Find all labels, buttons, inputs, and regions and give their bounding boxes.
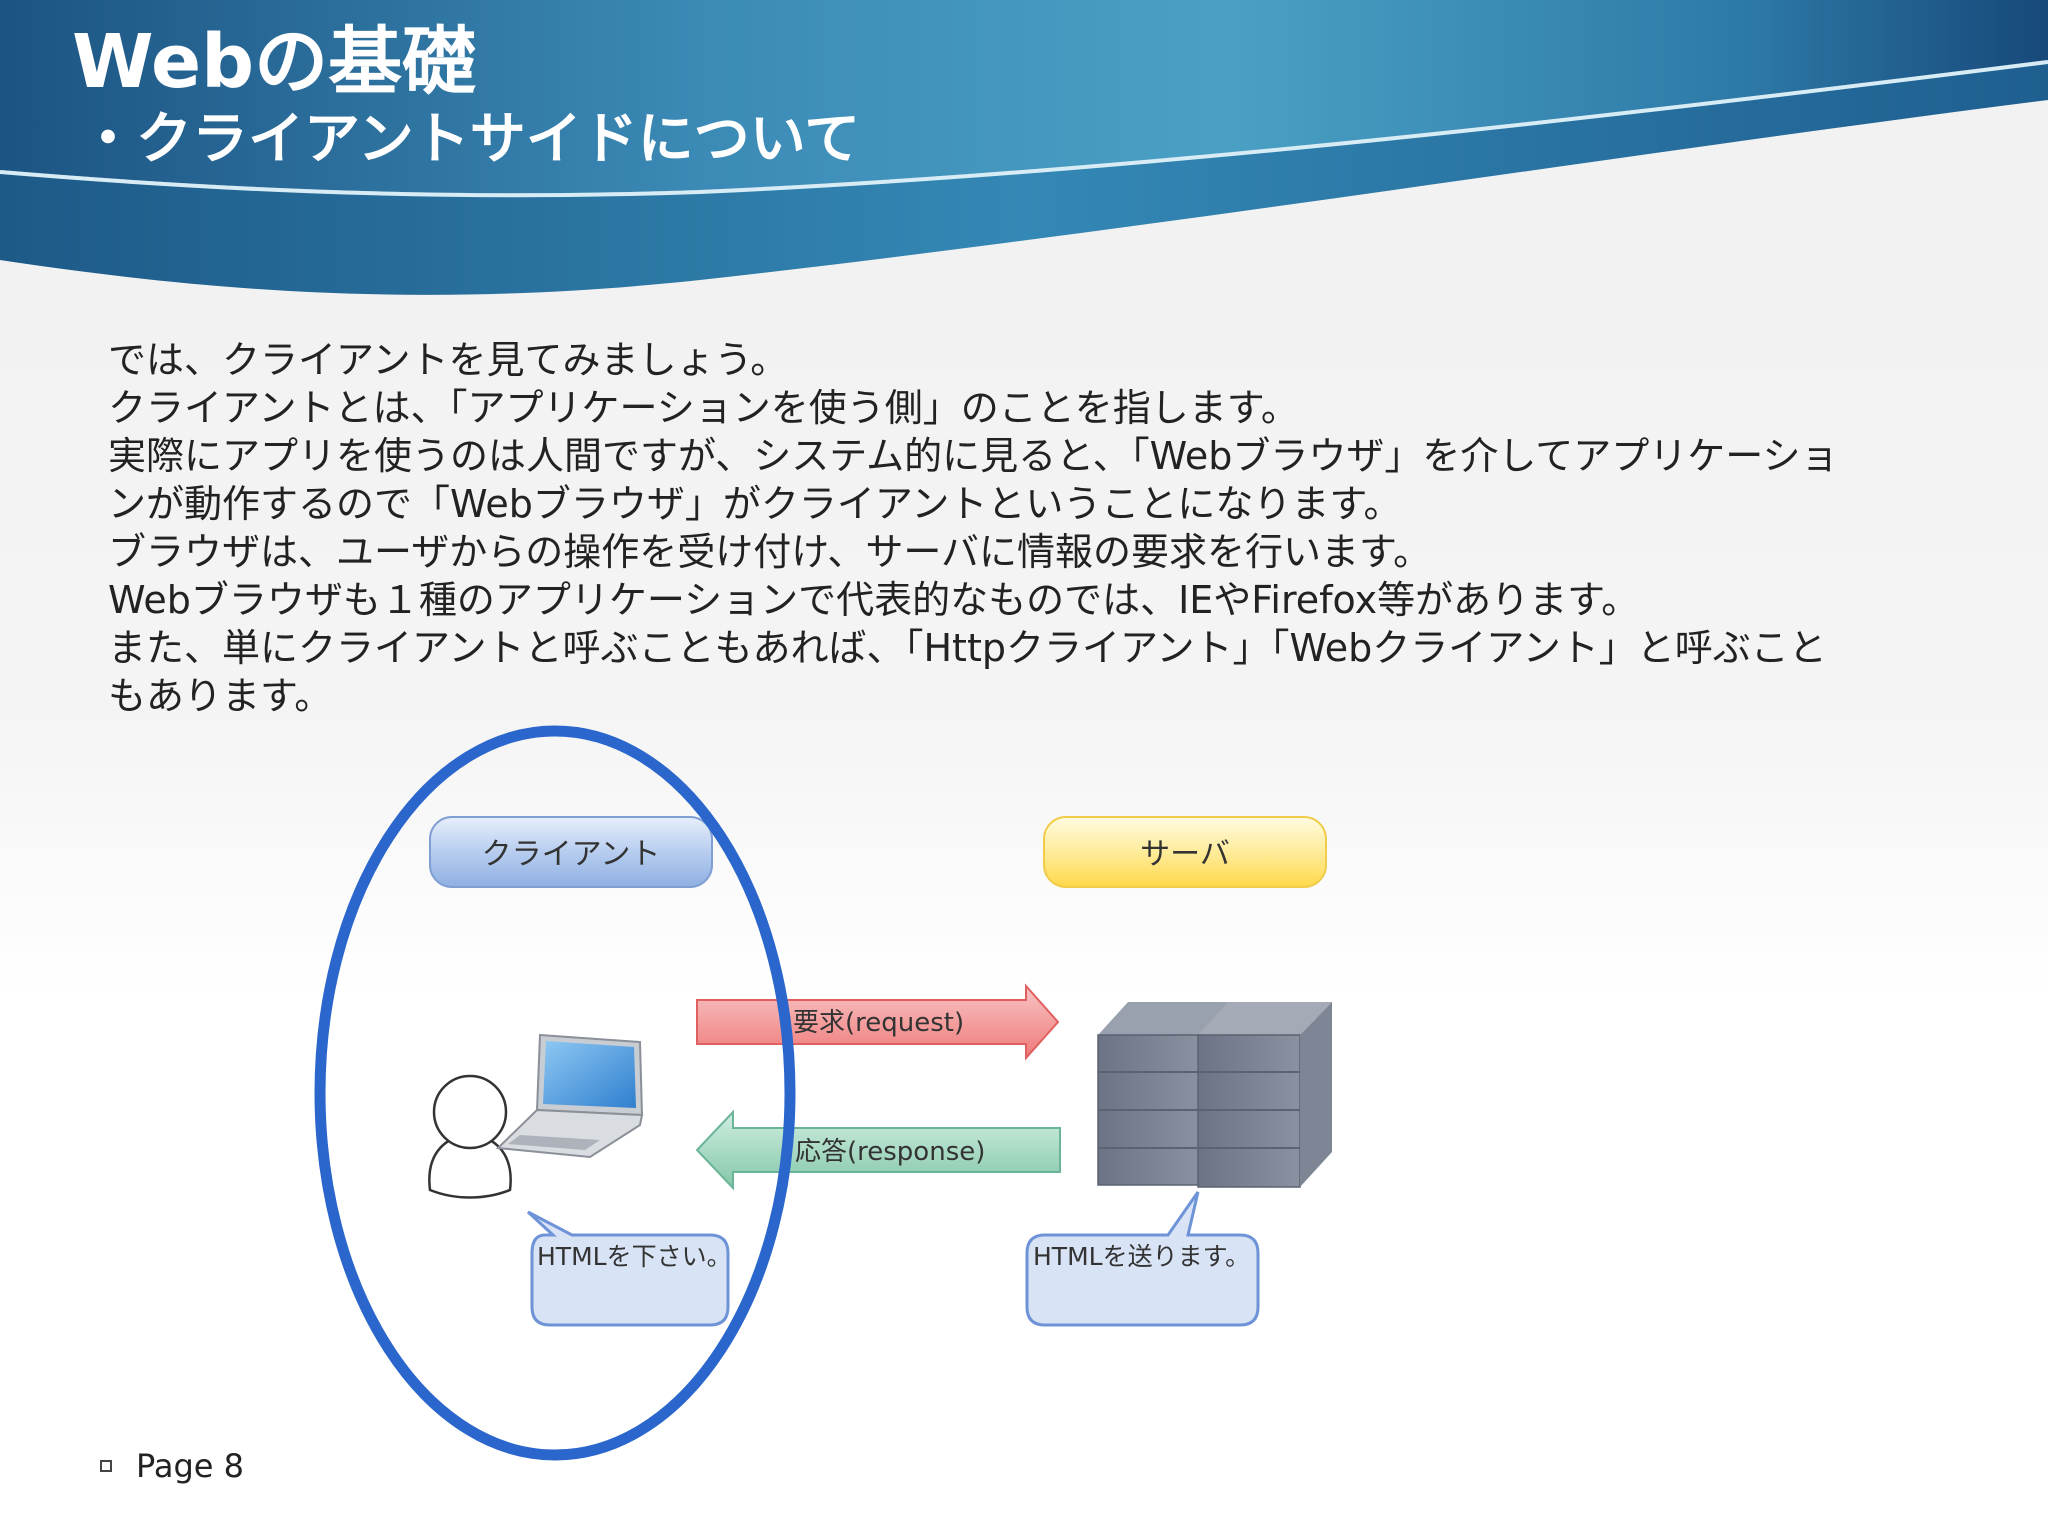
header-banner — [0, 0, 2048, 295]
server-label: サーバ — [1140, 837, 1230, 872]
response-label: 応答(response) — [795, 1137, 985, 1167]
body-text: では、クライアントを見てみましょう。 クライアントとは、「アプリケーションを使う… — [108, 336, 1988, 720]
client-label-box: クライアント — [429, 816, 713, 888]
body-line: ンが動作するので「Webブラウザ」がクライアントということになります。 — [108, 482, 1402, 526]
laptop-icon — [495, 1033, 644, 1159]
page-footer: Page 8 — [100, 1444, 244, 1488]
body-line: クライアントとは、「アプリケーションを使う側」のことを指します。 — [108, 386, 1299, 430]
body-line: ブラウザは、ユーザからの操作を受け付け、サーバに情報の要求を行います。 — [108, 530, 1432, 574]
server-label-box: サーバ — [1043, 816, 1327, 888]
body-line: また、単にクライアントと呼ぶこともあれば、「Httpクライアント」「Webクライ… — [108, 626, 1827, 670]
client-label: クライアント — [482, 837, 661, 872]
body-line: では、クライアントを見てみましょう。 — [108, 338, 789, 382]
server-rack-icon — [1097, 1002, 1332, 1188]
footer-bullet-icon — [100, 1460, 112, 1472]
slide-title: Webの基礎 — [72, 19, 477, 105]
request-arrow: 要求(request) — [696, 983, 1060, 1061]
server-speech-bubble: HTMLを送ります。 — [1025, 1191, 1260, 1327]
body-line: Webブラウザも１種のアプリケーションで代表的なものでは、IEやFirefox等… — [108, 578, 1640, 622]
response-arrow: 応答(response) — [695, 1109, 1061, 1191]
body-line: もあります。 — [108, 674, 333, 718]
person-icon — [428, 1074, 512, 1199]
page-number: Page 8 — [136, 1447, 244, 1485]
client-bubble-text: HTMLを下さい。 — [537, 1242, 732, 1271]
client-highlight-ellipse — [314, 725, 796, 1461]
slide-subtitle: ・クライアントサイドについて — [80, 107, 861, 172]
body-line: 実際にアプリを使うのは人間ですが、システム的に見ると、「Webブラウザ」を介して… — [108, 434, 1839, 478]
server-bubble-text: HTMLを送ります。 — [1033, 1242, 1250, 1271]
request-label: 要求(request) — [793, 1008, 964, 1038]
client-speech-bubble: HTMLを下さい。 — [526, 1210, 732, 1327]
